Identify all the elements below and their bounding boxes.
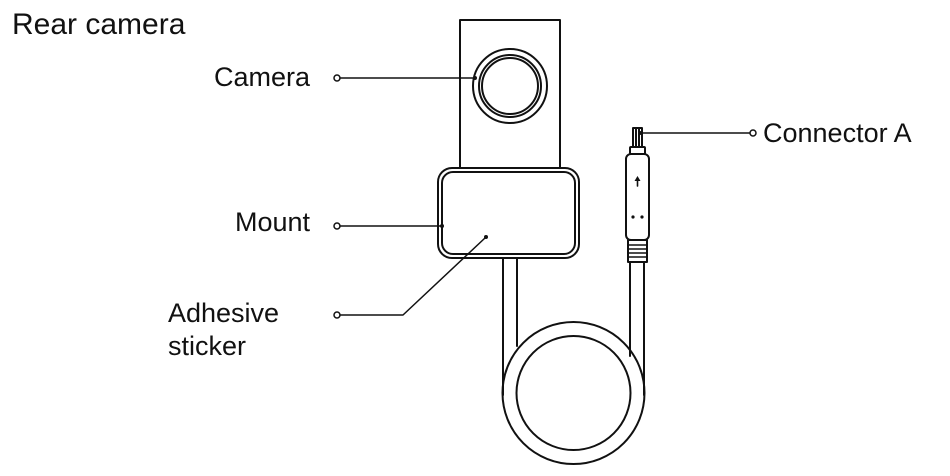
adhesive-sticker-label: Adhesive sticker bbox=[168, 297, 298, 363]
leader-adhesive-sticker bbox=[333, 235, 488, 319]
camera-label: Camera bbox=[213, 62, 310, 92]
adhesive-label-line1: Adhesive bbox=[168, 298, 280, 328]
connector-a-label: Connector A bbox=[763, 118, 912, 148]
camera-body bbox=[459, 19, 561, 173]
cable bbox=[501, 257, 646, 465]
diagram-title: Rear camera bbox=[12, 8, 186, 41]
mount-label: Mount bbox=[234, 207, 310, 237]
mount bbox=[437, 167, 580, 259]
connector-a bbox=[625, 127, 650, 263]
leader-mount bbox=[333, 222, 444, 230]
leader-connector-a bbox=[638, 129, 757, 137]
adhesive-label-line2: sticker bbox=[168, 330, 247, 361]
camera-lens bbox=[472, 48, 548, 124]
leader-camera bbox=[333, 74, 477, 82]
